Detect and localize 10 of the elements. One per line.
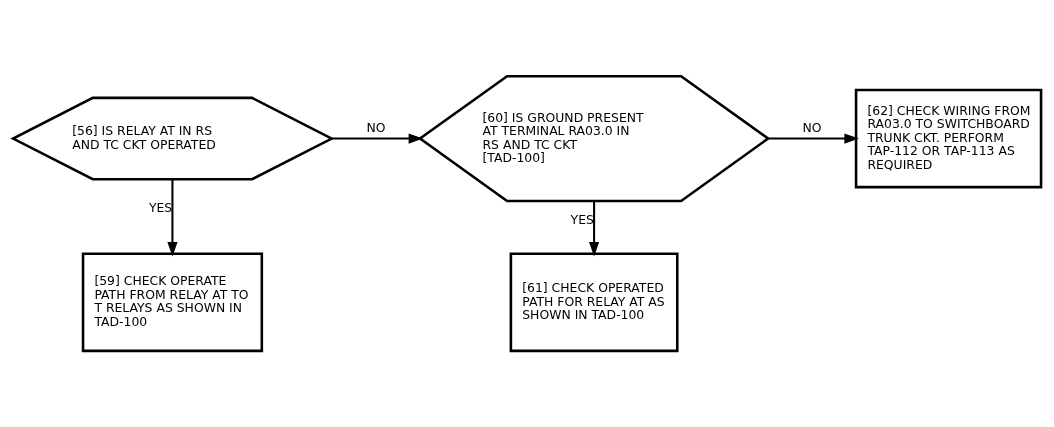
node-box: [62] CHECK WIRING FROM RA03.0 TO SWITCHBOARD TRUNK CKT. PERFORM TAP-112 OR TAP-113 AS REQUIRED [854, 88, 1043, 189]
arrow [331, 133, 424, 144]
arrow [167, 179, 178, 257]
node-box: [59] CHECK OPERATE PATH FROM RELAY AT TO T RELAYS AS SHOWN IN TAD-100 [81, 252, 264, 353]
edge-label: NO [802, 119, 822, 135]
edge-label: YES [570, 211, 594, 227]
edge-label: NO [366, 119, 386, 135]
arrow [589, 201, 600, 257]
arrow [767, 133, 859, 144]
node-box: [61] CHECK OPERATED PATH FOR RELAY AT AS SHOWN IN TAD-100 [509, 252, 679, 353]
